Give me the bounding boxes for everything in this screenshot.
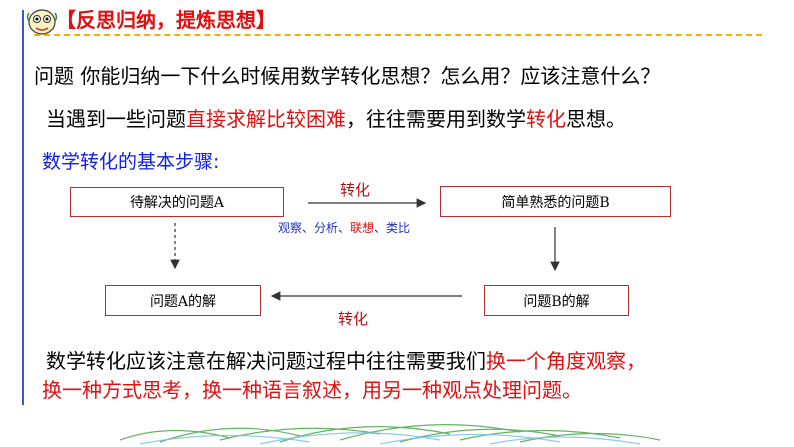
- observe-part-1: 观察、分析、: [278, 221, 351, 235]
- mascot-icon: [26, 9, 58, 35]
- heading-divider: [34, 34, 762, 36]
- note-line-2: 换一种方式思考，换一种语言叙述，用另一种观点处理问题。: [42, 378, 582, 402]
- answer-part-3: ，往往需要用到数学: [346, 107, 526, 131]
- left-accent-line: [22, 10, 24, 405]
- answer-highlight-transform: 转化: [526, 107, 566, 131]
- steps-title: 数学转化的基本步骤:: [42, 151, 220, 173]
- section-heading: 【反思归纳，提炼思想】: [56, 8, 276, 32]
- answer-part-1: 当遇到一些问题: [46, 107, 186, 131]
- box-solution-a: 问题A的解: [105, 285, 261, 316]
- note-highlight-1: 换一个角度观察，: [486, 349, 646, 373]
- note-part-1: 数学转化应该注意在解决问题过程中往往需要我们: [46, 349, 486, 373]
- label-transform-bottom: 转化: [338, 310, 369, 328]
- answer-part-5: 思想。: [566, 107, 626, 131]
- box-problem-a: 待解决的问题A: [70, 187, 284, 217]
- answer-line: 当遇到一些问题直接求解比较困难，往往需要用到数学转化思想。: [46, 103, 626, 132]
- observe-part-3: 、类比: [374, 221, 411, 235]
- note-line-1: 数学转化应该注意在解决问题过程中往往需要我们换一个角度观察，: [46, 345, 646, 374]
- grass-decoration: [119, 424, 661, 445]
- box-solution-b: 问题B的解: [484, 285, 629, 316]
- box-problem-b: 简单熟悉的问题B: [440, 186, 671, 217]
- observe-methods: 观察、分析、联想、类比: [278, 219, 410, 236]
- label-transform-top: 转化: [340, 181, 371, 199]
- answer-highlight-difficult: 直接求解比较困难: [186, 107, 346, 131]
- question-text: 问题 你能归纳一下什么时候用数学转化思想？怎么用？应该注意什么？: [34, 64, 661, 88]
- observe-highlight: 联想: [350, 221, 375, 235]
